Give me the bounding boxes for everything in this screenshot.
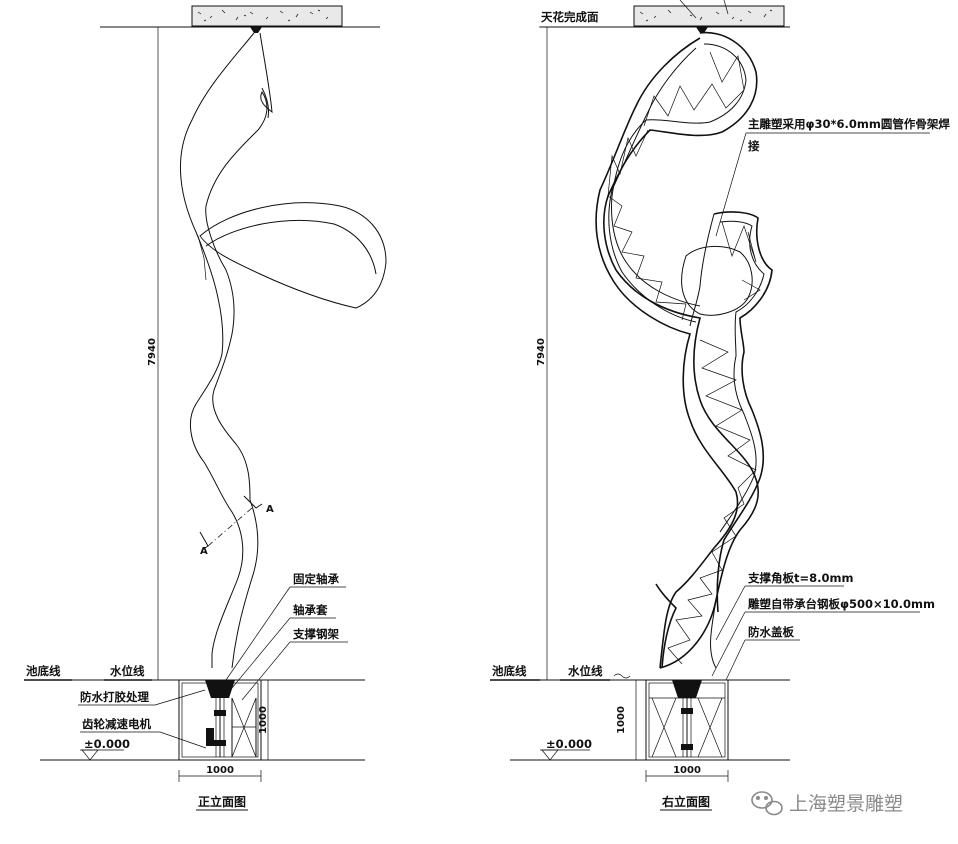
right-height-value: 7940: [536, 338, 547, 366]
left-height-value: 7940: [147, 338, 158, 366]
left-water-level: 池底线 水位线: [24, 664, 365, 681]
right-callouts: 支撑角板t=8.0mm 雕塑自带承台钢板φ500×10.0mm 防水盖板: [711, 571, 935, 681]
bearing-sleeve-label: 轴承套: [293, 603, 328, 617]
watermark: 上海塑景雕塑: [751, 791, 903, 816]
right-base-box: [645, 679, 729, 761]
frame-note-line1: 主雕塑采用φ30*6.0mm圆管作骨架焊: [748, 117, 950, 131]
steel-plate-label: 雕塑自带承台钢板φ500×10.0mm: [748, 597, 935, 611]
left-ribbon-sculpture: [179, 32, 387, 669]
section-mark-a-top: A: [266, 504, 274, 515]
wechat-icon: [751, 791, 783, 816]
right-height-dimension: 7940: [536, 26, 555, 681]
ceiling-label: 天花完成面: [541, 10, 599, 24]
left-zero-elevation: ±0.000: [40, 737, 365, 761]
left-pool-bottom-label: 池底线: [26, 664, 61, 678]
support-frame-label: 支撑钢架: [292, 627, 339, 641]
motor-label: 齿轮减速电机: [82, 717, 151, 731]
right-zero-elevation: ±0.000: [510, 737, 790, 761]
watermark-text: 上海塑景雕塑: [789, 793, 903, 815]
left-base-height: 1000: [258, 706, 269, 734]
right-water-level-label: 水位线: [568, 664, 603, 678]
left-base-box: [178, 679, 262, 761]
waterproof-label: 防水打胶处理: [80, 690, 149, 704]
right-elevation-view: 天花完成面 79: [490, 0, 950, 811]
fixed-bearing-label: 固定轴承: [293, 572, 339, 586]
cover-label: 防水盖板: [748, 625, 794, 639]
section-mark-a-bottom: A: [200, 546, 208, 557]
left-elevation-view: A A 7940 池底线 水位线: [24, 5, 387, 811]
left-top-fixing: [250, 27, 262, 33]
right-truss-sculpture: [595, 31, 773, 669]
right-view-title: 右立面图: [661, 794, 710, 809]
left-callouts: 固定轴承 轴承套 支撑钢架 防水打胶处理 齿轮减速电机: [78, 572, 348, 749]
left-view-title: 正立面图: [198, 794, 246, 809]
left-section-marker: A A: [199, 495, 274, 557]
left-height-dimension: 7940: [147, 26, 166, 681]
right-base-height: 1000: [616, 706, 627, 734]
right-pool-bottom-label: 池底线: [492, 664, 527, 678]
right-elevation-label: ±0.000: [546, 737, 592, 751]
left-ceiling-slab: [100, 5, 380, 28]
left-base-width: 1000: [206, 765, 234, 776]
frame-note-line2: 接: [748, 139, 760, 153]
gear-motor-icon: [206, 728, 214, 746]
right-water-level: 池底线 水位线: [490, 664, 790, 681]
right-frame-note: 主雕塑采用φ30*6.0mm圆管作骨架焊 接: [715, 117, 950, 237]
left-water-level-label: 水位线: [110, 664, 145, 678]
right-top-fixing: [696, 27, 708, 33]
left-elevation-label: ±0.000: [84, 737, 130, 751]
right-ceiling-slab: 天花完成面: [540, 0, 790, 28]
right-base-width: 1000: [673, 765, 701, 776]
gusset-label: 支撑角板t=8.0mm: [747, 571, 853, 585]
